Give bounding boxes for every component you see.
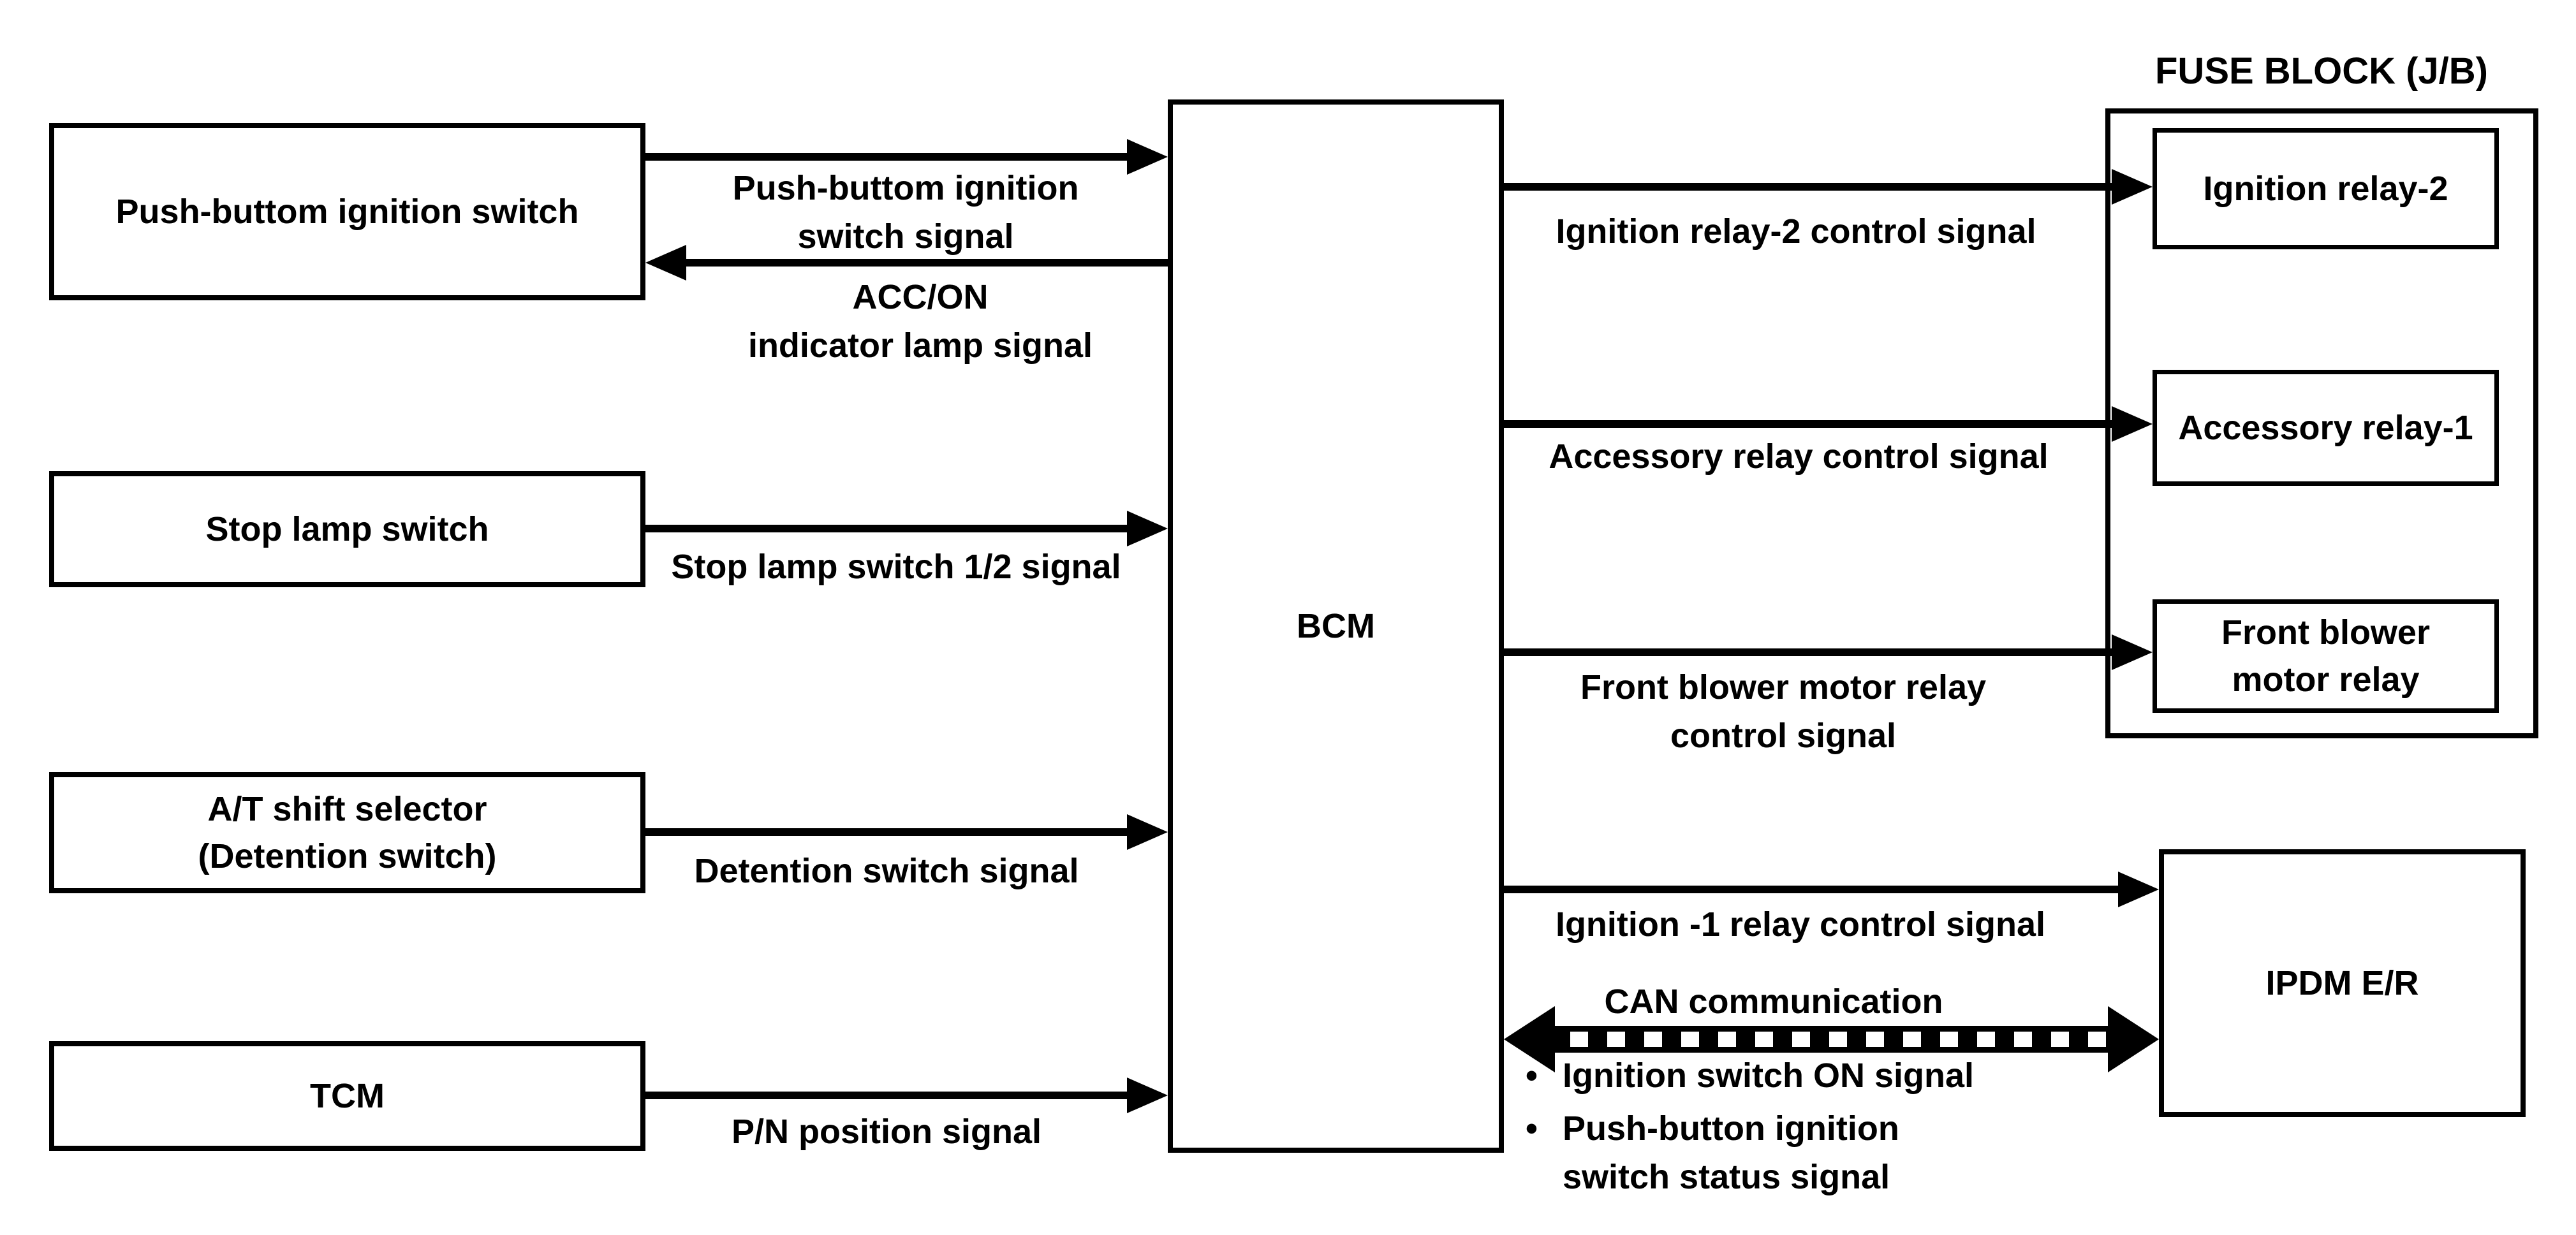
node-ignition-relay-2: Ignition relay-2 xyxy=(2153,128,2499,249)
arrow-acc-on-indicator-line xyxy=(686,259,1168,267)
can-signal-bullet-1: • Ignition switch ON signal xyxy=(1526,1051,1974,1100)
label-line1: Push-buttom ignition xyxy=(732,169,1079,207)
arrow-ignition-relay-2-control-line xyxy=(1504,183,2112,191)
node-label: TCM xyxy=(310,1077,385,1115)
label-pn-position-signal: P/N position signal xyxy=(731,1113,1042,1151)
arrow-pn-position-signal-head-icon xyxy=(1127,1078,1168,1113)
node-label-line2: motor relay xyxy=(2232,661,2420,699)
arrow-ignition-1-relay-control-line xyxy=(1504,886,2118,893)
label-acc-on-indicator-signal: ACC/ON indicator lamp signal xyxy=(748,273,1093,370)
label-detention-signal: Detention switch signal xyxy=(694,852,1079,890)
node-label: IPDM E/R xyxy=(2265,964,2419,1002)
label-line2: indicator lamp signal xyxy=(747,326,1093,365)
bullet-text-line1: Push-button ignition xyxy=(1563,1109,1899,1148)
arrow-push-button-signal-line xyxy=(645,153,1127,161)
node-bcm: BCM xyxy=(1168,99,1504,1153)
can-signal-bullet-2: • Push-button ignition switch status sig… xyxy=(1526,1104,1899,1201)
arrow-front-blower-control-head-icon xyxy=(2112,634,2153,670)
label-accessory-relay-control: Accessory relay control signal xyxy=(1549,437,2049,476)
node-label: BCM xyxy=(1297,607,1375,645)
label-push-button-ignition-signal: Push-buttom ignition switch signal xyxy=(733,164,1079,261)
label-front-blower-control: Front blower motor relay control signal xyxy=(1580,663,1986,760)
node-label-line2: (Detention switch) xyxy=(198,837,497,875)
fuse-block-title: FUSE BLOCK (J/B) xyxy=(2155,50,2488,92)
bullet-text: Push-button ignition switch status signa… xyxy=(1563,1104,1899,1201)
node-stop-lamp-switch: Stop lamp switch xyxy=(49,471,645,587)
arrow-pn-position-signal-line xyxy=(645,1092,1127,1099)
label-line2: control signal xyxy=(1670,717,1897,755)
can-bus-arrow-right-head-icon xyxy=(2108,1006,2159,1072)
can-bus-dash-pattern xyxy=(1551,1032,2112,1047)
label-can-communication: CAN communication xyxy=(1604,983,1943,1021)
arrow-push-button-signal-head-icon xyxy=(1127,139,1168,175)
label-ignition-1-relay-control: Ignition -1 relay control signal xyxy=(1555,905,2046,944)
arrow-stop-lamp-signal-line xyxy=(645,525,1127,532)
node-tcm: TCM xyxy=(49,1041,645,1151)
bullet-icon: • xyxy=(1526,1056,1538,1095)
node-label-line1: Front blower xyxy=(2221,613,2430,652)
arrow-ignition-1-relay-control-head-icon xyxy=(2118,872,2159,907)
label-stop-lamp-signal: Stop lamp switch 1/2 signal xyxy=(671,548,1121,586)
arrow-front-blower-control-line xyxy=(1504,648,2112,656)
node-label: Accessory relay-1 xyxy=(2178,409,2473,447)
can-bus-arrow-band xyxy=(1551,1026,2112,1053)
arrow-detention-signal-head-icon xyxy=(1127,814,1168,850)
arrow-ignition-relay-2-control-head-icon xyxy=(2112,169,2153,205)
arrow-detention-signal-line xyxy=(645,828,1127,836)
bullet-icon: • xyxy=(1526,1109,1538,1148)
node-push-button-ignition-switch: Push-buttom ignition switch xyxy=(49,123,645,300)
node-label: Stop lamp switch xyxy=(205,510,489,548)
arrow-accessory-relay-control-head-icon xyxy=(2112,406,2153,442)
arrow-stop-lamp-signal-head-icon xyxy=(1127,511,1168,546)
node-label: Ignition relay-2 xyxy=(2203,170,2448,208)
node-label-line1: A/T shift selector xyxy=(207,790,487,828)
node-ipdm-er: IPDM E/R xyxy=(2159,849,2526,1117)
label-line2: switch signal xyxy=(797,217,1014,256)
arrow-accessory-relay-control-line xyxy=(1504,420,2112,428)
node-accessory-relay-1: Accessory relay-1 xyxy=(2153,370,2499,486)
node-at-shift-selector: A/T shift selector (Detention switch) xyxy=(49,772,645,893)
bullet-text: Ignition switch ON signal xyxy=(1563,1056,1975,1095)
bullet-text-line2: switch status signal xyxy=(1563,1158,1890,1196)
node-label: Push-buttom ignition switch xyxy=(115,193,579,231)
label-line1: ACC/ON xyxy=(852,278,989,316)
label-line1: Front blower motor relay xyxy=(1580,668,1987,706)
node-front-blower-motor-relay: Front blower motor relay xyxy=(2153,599,2499,713)
can-bus-arrow-left-head-icon xyxy=(1504,1006,1555,1072)
arrow-acc-on-indicator-head-icon xyxy=(645,245,686,281)
label-ignition-relay-2-control: Ignition relay-2 control signal xyxy=(1556,212,2036,251)
